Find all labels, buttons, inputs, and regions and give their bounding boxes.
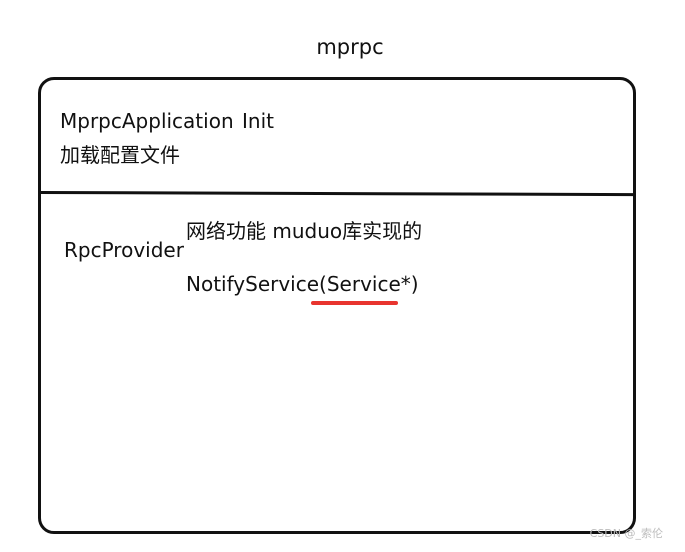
application-description: 加载配置文件 — [60, 143, 180, 167]
watermark-text: CSDN @_索伦 — [589, 527, 663, 540]
diagram-title: mprpc — [316, 35, 384, 59]
notify-service-param: (Service*) — [319, 272, 419, 296]
service-param-underline — [311, 301, 398, 305]
application-init-method: Init — [242, 109, 274, 133]
mprpc-framework-box — [38, 77, 636, 534]
notify-service-name: NotifyService — [186, 272, 320, 296]
application-class-name: MprpcApplication — [60, 109, 234, 133]
provider-class-name: RpcProvider — [64, 238, 184, 262]
provider-network-note: 网络功能 muduo库实现的 — [186, 219, 423, 243]
provider-notify-service: NotifyService(Service*) — [186, 272, 419, 296]
